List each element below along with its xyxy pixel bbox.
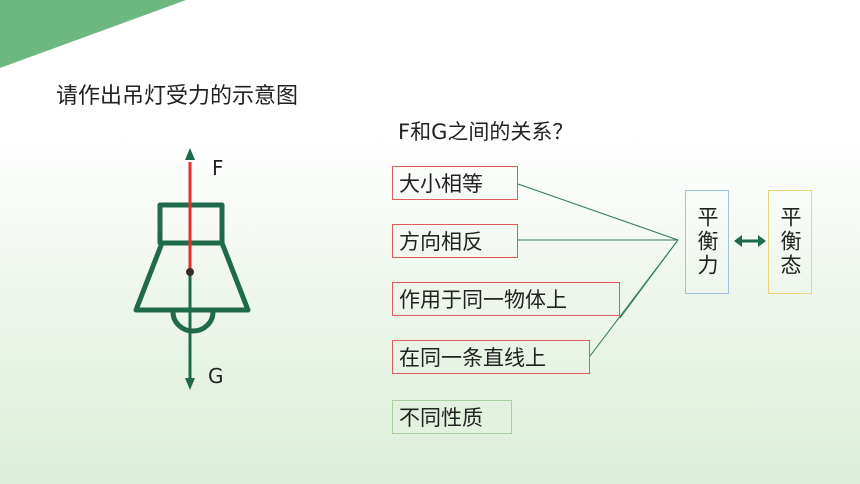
- force-f-label: F: [212, 156, 224, 180]
- condition-equal-magnitude: 大小相等: [392, 166, 518, 200]
- lamp-bulb: [170, 311, 216, 334]
- condition-same-object: 作用于同一物体上: [392, 282, 620, 316]
- connector-1: [517, 183, 679, 241]
- top-arrowhead: [185, 148, 195, 160]
- condition-same-line: 在同一条直线上: [392, 340, 590, 374]
- balance-force-box: 平衡力: [685, 190, 729, 294]
- question-heading: F和G之间的关系？: [398, 120, 574, 144]
- force-point: [186, 268, 194, 276]
- lamp-shade: [133, 240, 251, 313]
- force-g-label: G: [208, 364, 224, 388]
- gravity-arrowhead: [185, 378, 195, 390]
- connector-4: [589, 239, 679, 357]
- condition-opposite-direction: 方向相反: [392, 224, 518, 258]
- corner-decoration: [0, 0, 186, 68]
- different-nature-box: 不同性质: [392, 400, 512, 434]
- double-arrow: [734, 235, 766, 247]
- page-title: 请作出吊灯受力的示意图: [56, 84, 299, 109]
- balance-state-box: 平衡态: [768, 190, 812, 294]
